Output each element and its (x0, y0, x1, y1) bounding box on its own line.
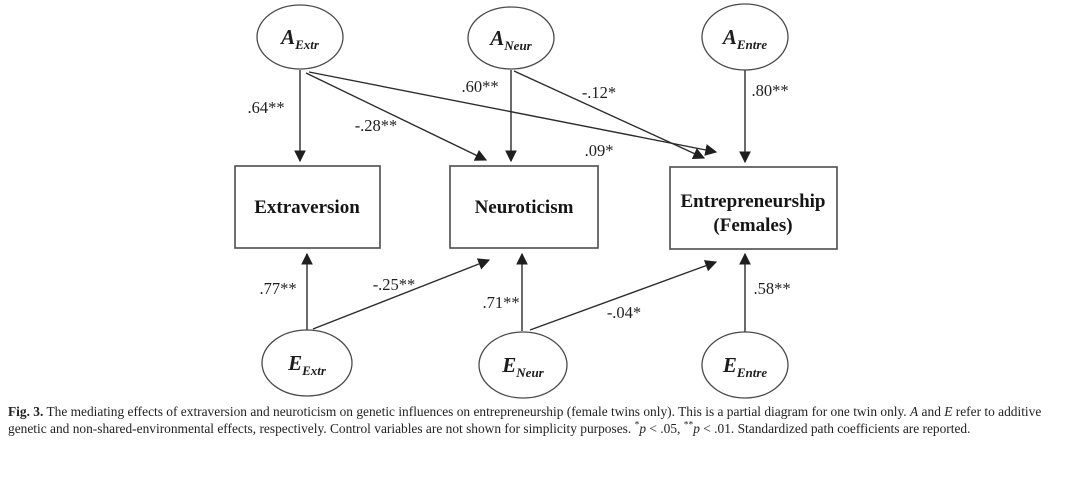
box-entrepreneurship-label-line2: (Females) (713, 215, 792, 236)
caption-text-4: Standardized path coefficients are repor… (737, 420, 971, 436)
box-neuroticism-label: Neuroticism (475, 197, 574, 218)
coef-e-extr-neuroticism: -.25** (373, 275, 416, 294)
caption-sig2-value: < .01. (699, 420, 738, 436)
latent-nodes: AExtr ANeur AEntre EExtr ENeur EEntre (256, 3, 789, 399)
coef-a-extr-neuroticism: -.28** (355, 116, 398, 135)
caption-text-2: and (918, 404, 945, 419)
figure-caption: Fig. 3. The mediating effects of extrave… (0, 400, 1080, 437)
caption-sig1-value: < .05, (646, 420, 684, 436)
figure-caption-number: Fig. 3. (8, 404, 44, 419)
coef-a-extr-extraversion: .64** (247, 98, 284, 117)
caption-italic-a: A (910, 404, 919, 419)
arrow-a-neur-to-entrepreneurship (513, 70, 706, 159)
observed-boxes: Extraversion Neuroticism Entrepreneurshi… (234, 165, 838, 250)
arrow-a-extr-to-neuroticism (305, 72, 488, 161)
node-e-neur-label: ENeur (501, 353, 544, 380)
box-extraversion (234, 165, 381, 249)
box-entrepreneurship-label-line1: Entrepreneurship (681, 191, 826, 212)
caption-sig2-stars: ** (683, 420, 694, 431)
caption-sig1-stars: * (634, 420, 640, 431)
path-arrows (294, 70, 751, 332)
box-entrepreneurship (669, 166, 838, 250)
coefficient-labels: .64** -.28** .09* .60** -.12* .80** .77*… (247, 77, 790, 322)
coef-e-neur-neuroticism: .71** (482, 293, 519, 312)
node-e-extr-ellipse (261, 329, 353, 397)
coef-a-extr-entrepreneurship: .09* (585, 141, 614, 160)
caption-text-3: refer to additive genetic and non-shared… (8, 404, 1042, 436)
caption-italic-e: E (944, 404, 953, 419)
coef-a-entre-entrepreneurship: .80** (751, 81, 788, 100)
coef-e-extr-extraversion: .77** (259, 279, 296, 298)
box-extraversion-label: Extraversion (254, 197, 360, 218)
coef-e-neur-entrepreneurship: -.04* (607, 303, 641, 322)
caption-sig1-p: p (639, 420, 647, 436)
caption-sig2-p: p (693, 420, 700, 436)
arrow-e-neur-to-entrepreneurship (529, 260, 718, 331)
coef-e-entre-entrepreneurship: .58** (753, 279, 790, 298)
box-neuroticism (449, 165, 599, 249)
coef-a-neur-entrepreneurship: -.12* (582, 83, 616, 102)
arrow-e-extr-to-neuroticism (312, 258, 491, 330)
node-e-extr-label: EExtr (287, 351, 327, 378)
figure-3: AExtr ANeur AEntre EExtr ENeur EEntre Ex… (0, 3, 1080, 437)
node-a-neur-label: ANeur (488, 26, 532, 53)
node-e-neur-ellipse (478, 331, 568, 399)
node-e-entre-label: EEntre (722, 353, 768, 380)
node-a-entre-label: AEntre (721, 25, 768, 52)
node-a-neur-ellipse (467, 6, 555, 70)
node-a-entre-ellipse (701, 3, 789, 71)
coef-a-neur-neuroticism: .60** (461, 77, 498, 96)
path-diagram: AExtr ANeur AEntre EExtr ENeur EEntre Ex… (234, 3, 838, 399)
arrow-a-extr-to-entrepreneurship (308, 71, 718, 156)
node-e-entre-ellipse (701, 331, 789, 399)
caption-text-1: The mediating effects of extraversion an… (43, 404, 911, 419)
node-a-extr-label: AExtr (279, 25, 320, 52)
node-a-extr-ellipse (256, 4, 344, 70)
